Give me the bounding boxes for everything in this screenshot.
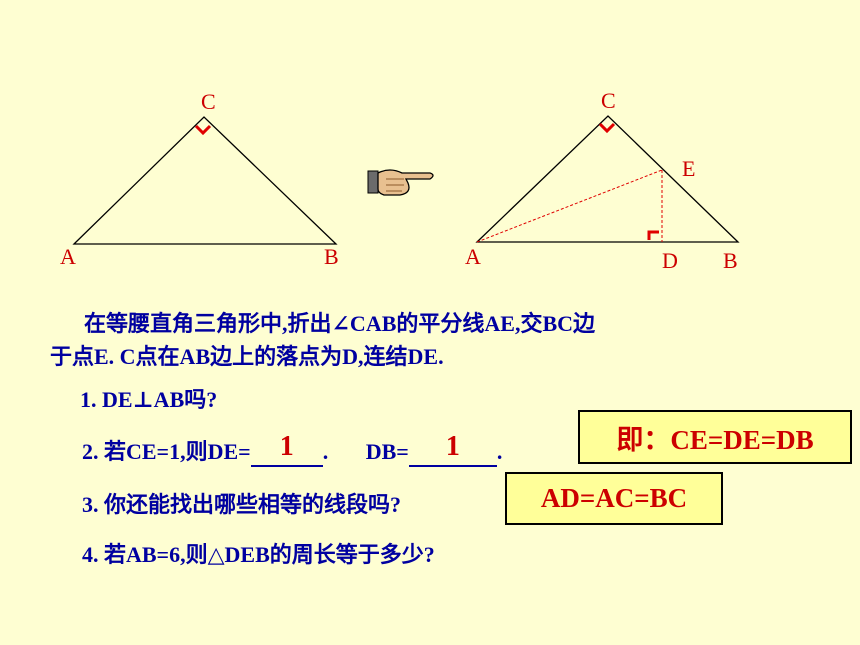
right-angle-mark-c2 xyxy=(598,122,616,134)
question-2-db-label: DB= xyxy=(365,439,409,464)
triangle-abc-figure: C A B xyxy=(60,89,339,269)
folded-triangle-figure: C E A D B xyxy=(465,88,740,273)
label-c: C xyxy=(201,89,216,114)
bisector-ae xyxy=(476,169,663,243)
diagram-area: C A B C E A D B xyxy=(60,88,740,273)
right-angle-mark-d xyxy=(647,230,659,240)
answer-box-equal-segments: 即：CE=DE=DB xyxy=(578,410,852,464)
triangle-abc xyxy=(72,116,338,245)
question-2: 2. 若CE=1,则DE= 1. DB= 1. xyxy=(82,431,503,467)
question-2-end: . xyxy=(496,439,503,464)
answer-de: 1 xyxy=(279,431,294,462)
answer-blank-db: 1 xyxy=(408,431,497,467)
label-d: D xyxy=(662,248,678,273)
question-3: 3. 你还能找出哪些相等的线段吗? xyxy=(82,492,402,517)
label-b: B xyxy=(324,244,339,269)
answer-blank-de: 1 xyxy=(250,431,323,467)
triangle-abc-2 xyxy=(475,115,740,243)
label-a2: A xyxy=(465,244,481,269)
label-a: A xyxy=(60,244,76,269)
problem-line-1: 在等腰直角三角形中,折出∠CAB的平分线AE,交BC边 xyxy=(84,311,596,336)
answer-box-ad-ac-bc: AD=AC=BC xyxy=(505,472,723,525)
question-1: 1. DE⊥AB吗? xyxy=(80,387,218,412)
label-e: E xyxy=(682,156,695,181)
right-angle-mark-c xyxy=(194,124,212,136)
label-c2: C xyxy=(601,88,616,113)
question-4: 4. 若AB=6,则△DEB的周长等于多少? xyxy=(82,542,435,567)
label-b2: B xyxy=(723,248,738,273)
question-2-sep: . xyxy=(322,439,329,464)
answer-db: 1 xyxy=(445,431,460,462)
pointing-hand-icon xyxy=(367,169,434,196)
question-2-prefix: 2. 若CE=1,则DE= xyxy=(82,439,251,464)
problem-line-2: 于点E. C点在AB边上的落点为D,连结DE. xyxy=(50,344,444,369)
